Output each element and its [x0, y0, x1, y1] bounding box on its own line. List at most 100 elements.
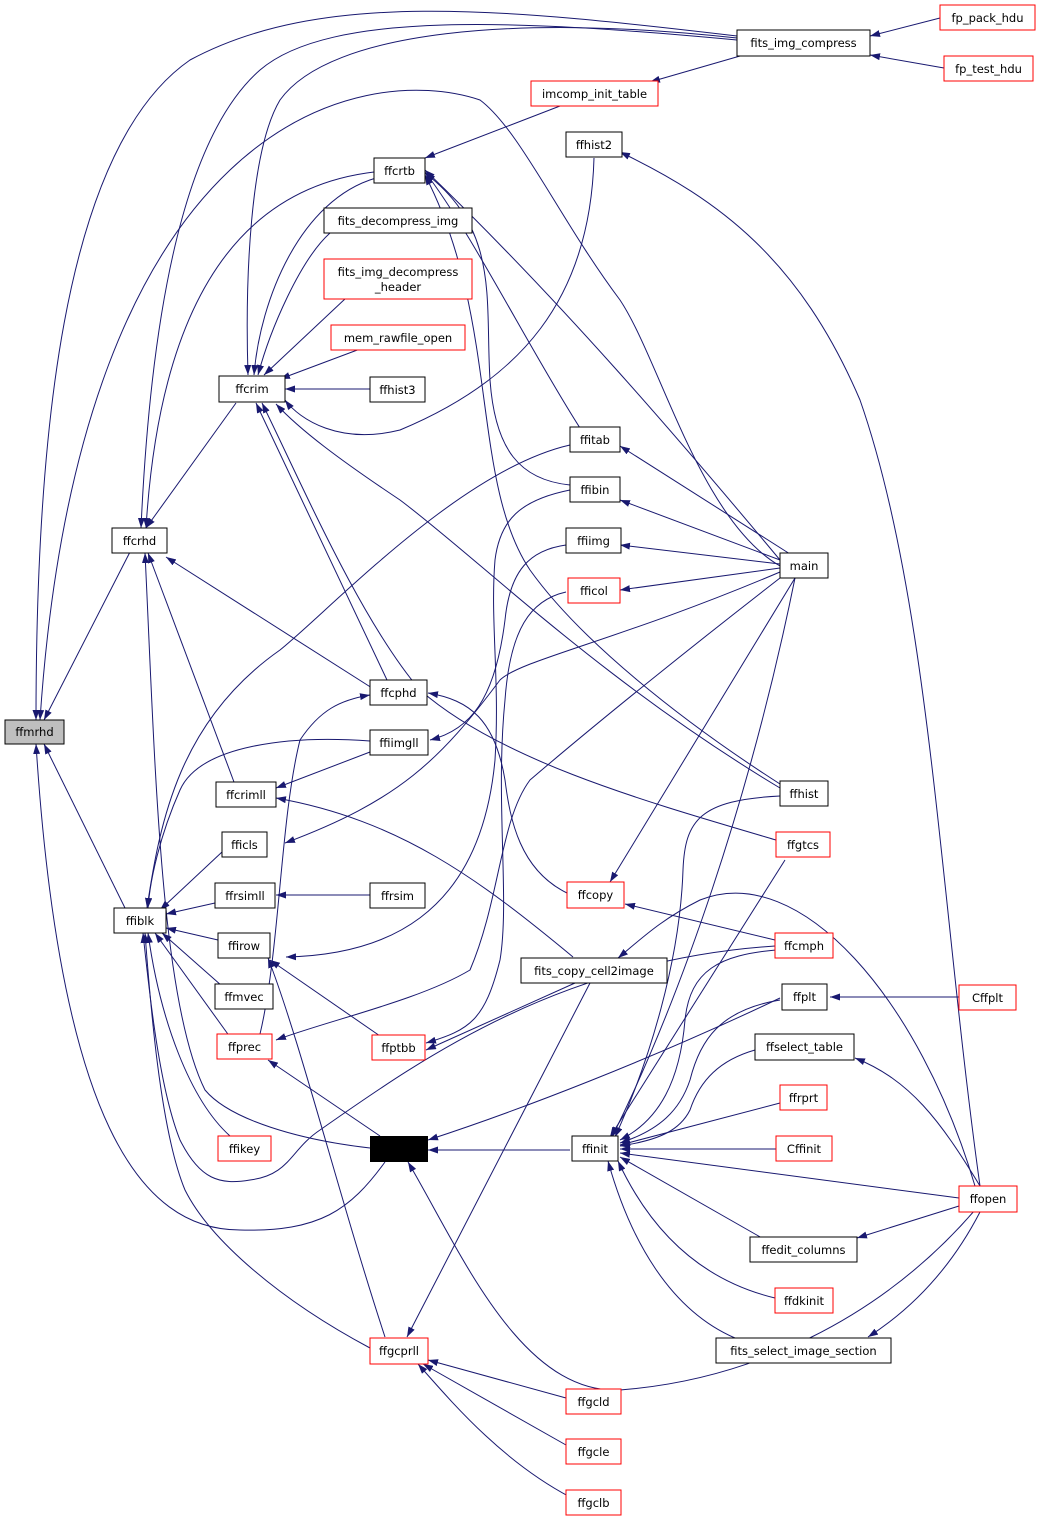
edge-main-to-ffitab: [619, 445, 791, 555]
node-fp-pack-hdu[interactable]: fp_pack_hdu: [939, 4, 1036, 31]
node-ffibin[interactable]: ffibin: [569, 476, 621, 503]
node-label: fp_test_hdu: [955, 62, 1022, 76]
node-fits-decompress-img[interactable]: fits_decompress_img: [323, 207, 473, 234]
node-ffedit-columns[interactable]: ffedit_columns: [749, 1236, 858, 1263]
edge-ffiimgll-to-ffcrimll: [275, 751, 371, 789]
edge-fficol-to-ffptbb: [425, 591, 567, 1044]
node-label: fp_pack_hdu: [951, 11, 1023, 25]
node-ffcrim[interactable]: ffcrim: [218, 375, 286, 403]
node-fficol[interactable]: fficol: [567, 577, 621, 604]
node-box: [330, 324, 466, 351]
node-fits-copy-cell2image[interactable]: fits_copy_cell2image: [520, 957, 668, 984]
node-ffiimgll[interactable]: ffiimgll: [369, 729, 429, 756]
edge-ffptbb-to-ffirow: [269, 959, 381, 1037]
node-ffgcle[interactable]: ffgcle: [565, 1438, 622, 1465]
node-label: ffptbb: [381, 1041, 415, 1055]
node-box: [569, 426, 621, 453]
node-box: [369, 1337, 429, 1365]
node-box: [530, 80, 659, 107]
node-ffhist2[interactable]: ffhist2: [565, 131, 623, 158]
node-box: [565, 1489, 622, 1516]
edge-ffgcld-to-ffgcprll: [427, 1359, 567, 1399]
node-fits-img-decompress-header[interactable]: fits_img_decompress_header: [323, 258, 473, 300]
node-box: [216, 1033, 273, 1060]
node-ffmrhd[interactable]: ffmrhd: [4, 719, 65, 745]
edge-fits-img-compress-to-imcomp-init-table: [649, 55, 741, 83]
edge-fits-select-image-section-to-ffinit: [607, 1160, 736, 1339]
node-ffdkinit[interactable]: ffdkinit: [774, 1287, 834, 1314]
edge-ffiimg-to-ffiimgll: [429, 544, 567, 741]
node-ffselect-table[interactable]: ffselect_table: [754, 1033, 855, 1061]
node-ffrsimll[interactable]: ffrsimll: [214, 882, 276, 909]
edge-ffgcprll-to-ffirow: [267, 957, 386, 1338]
node-ffprec[interactable]: ffprec: [216, 1033, 273, 1060]
node-ffcopy[interactable]: ffcopy: [566, 881, 625, 909]
node-ffcrtb[interactable]: ffcrtb: [373, 157, 426, 184]
node-box: [214, 983, 274, 1010]
node-box: [774, 932, 834, 959]
node-ffitab[interactable]: ffitab: [569, 426, 621, 453]
edge-ffcrtb-to-ffcrim: [251, 177, 377, 376]
edge-ffopen-to-ffhist2: [619, 151, 981, 1187]
node-ffcphd[interactable]: ffcphd: [369, 679, 428, 706]
node-fp-test-hdu[interactable]: fp_test_hdu: [943, 55, 1034, 82]
node-ffgclb[interactable]: ffgclb: [565, 1489, 622, 1516]
node-label: ffedit_columns: [761, 1243, 845, 1257]
node-ffinit[interactable]: ffinit: [571, 1135, 619, 1162]
node-ffmvec[interactable]: ffmvec: [214, 983, 274, 1010]
node-label: ffcopy: [578, 888, 614, 902]
node-box: [939, 4, 1036, 31]
node-ffikey[interactable]: ffikey: [217, 1135, 272, 1162]
node-cffinit[interactable]: Cffinit: [775, 1135, 833, 1162]
node-ffhist3[interactable]: ffhist3: [369, 376, 426, 403]
node-ffiimg[interactable]: ffiimg: [565, 527, 622, 554]
node-box: [369, 679, 428, 706]
node-mem-rawfile-open[interactable]: mem_rawfile_open: [330, 324, 466, 351]
node-box: [218, 375, 286, 403]
node-box: [736, 29, 871, 57]
node-ffhist[interactable]: ffhist: [779, 780, 829, 807]
node-ffiblk[interactable]: ffiblk: [113, 907, 167, 934]
edge-ffhist-to-ffcrim: [275, 403, 781, 789]
node-box: [565, 1438, 622, 1465]
node-label: ffcrhd: [123, 534, 156, 548]
node-ffcrhd[interactable]: ffcrhd: [111, 527, 168, 554]
node-box: [371, 1034, 426, 1061]
node-ffrprt[interactable]: ffrprt: [779, 1084, 828, 1111]
node-ffplt[interactable]: ffplt: [781, 983, 828, 1011]
node-ffgtcs[interactable]: ffgtcs: [775, 831, 831, 858]
node-ffrsim[interactable]: ffrsim: [369, 882, 426, 909]
node-ffopen[interactable]: ffopen: [958, 1185, 1018, 1213]
node-label: mem_rawfile_open: [344, 331, 452, 345]
node-label: fficol: [580, 584, 608, 598]
node-fficls[interactable]: fficls: [221, 831, 268, 858]
edge-ffcmph-to-ffcopy: [624, 902, 776, 941]
node-label: fits_copy_cell2image: [534, 964, 654, 978]
edge-ffrsimll-to-ffiblk: [165, 902, 216, 916]
edge-ffcphd-to-ffcrhd: [165, 556, 373, 689]
node-ffirow[interactable]: ffirow: [217, 932, 271, 959]
node-ffoptplt[interactable]: [370, 1136, 428, 1162]
node-label: ffcrim: [235, 382, 268, 396]
node-ffcmph[interactable]: ffcmph: [774, 932, 834, 959]
node-main[interactable]: main: [779, 552, 829, 579]
node-imcomp-init-table[interactable]: imcomp_init_table: [530, 80, 659, 107]
node-ffgcprll[interactable]: ffgcprll: [369, 1337, 429, 1365]
node-fits-select-image-section[interactable]: fits_select_image_section: [715, 1337, 892, 1364]
node-box: [569, 476, 621, 503]
edge-mem-rawfile-open-to-ffcrim: [279, 348, 361, 380]
node-box: [779, 1084, 828, 1111]
node-label: ffrprt: [789, 1091, 819, 1105]
node-label: ffhist3: [379, 383, 415, 397]
edge-ffcrhd-to-ffmrhd: [43, 551, 131, 721]
edge-main-to-ffiimg: [619, 542, 781, 565]
node-ffgcld[interactable]: ffgcld: [565, 1388, 622, 1415]
node-cffplt[interactable]: Cffplt: [958, 984, 1017, 1011]
edge-ffoptplt-to-ffmrhd: [33, 743, 386, 1231]
edge-ffitab-to-ffcrtb: [424, 171, 581, 429]
node-fits-img-compress[interactable]: fits_img_compress: [736, 29, 871, 57]
node-ffcrimll[interactable]: ffcrimll: [215, 781, 277, 808]
edge-main-to-ffcopy: [609, 577, 796, 883]
node-box: [111, 527, 168, 554]
node-ffptbb[interactable]: ffptbb: [371, 1034, 426, 1061]
